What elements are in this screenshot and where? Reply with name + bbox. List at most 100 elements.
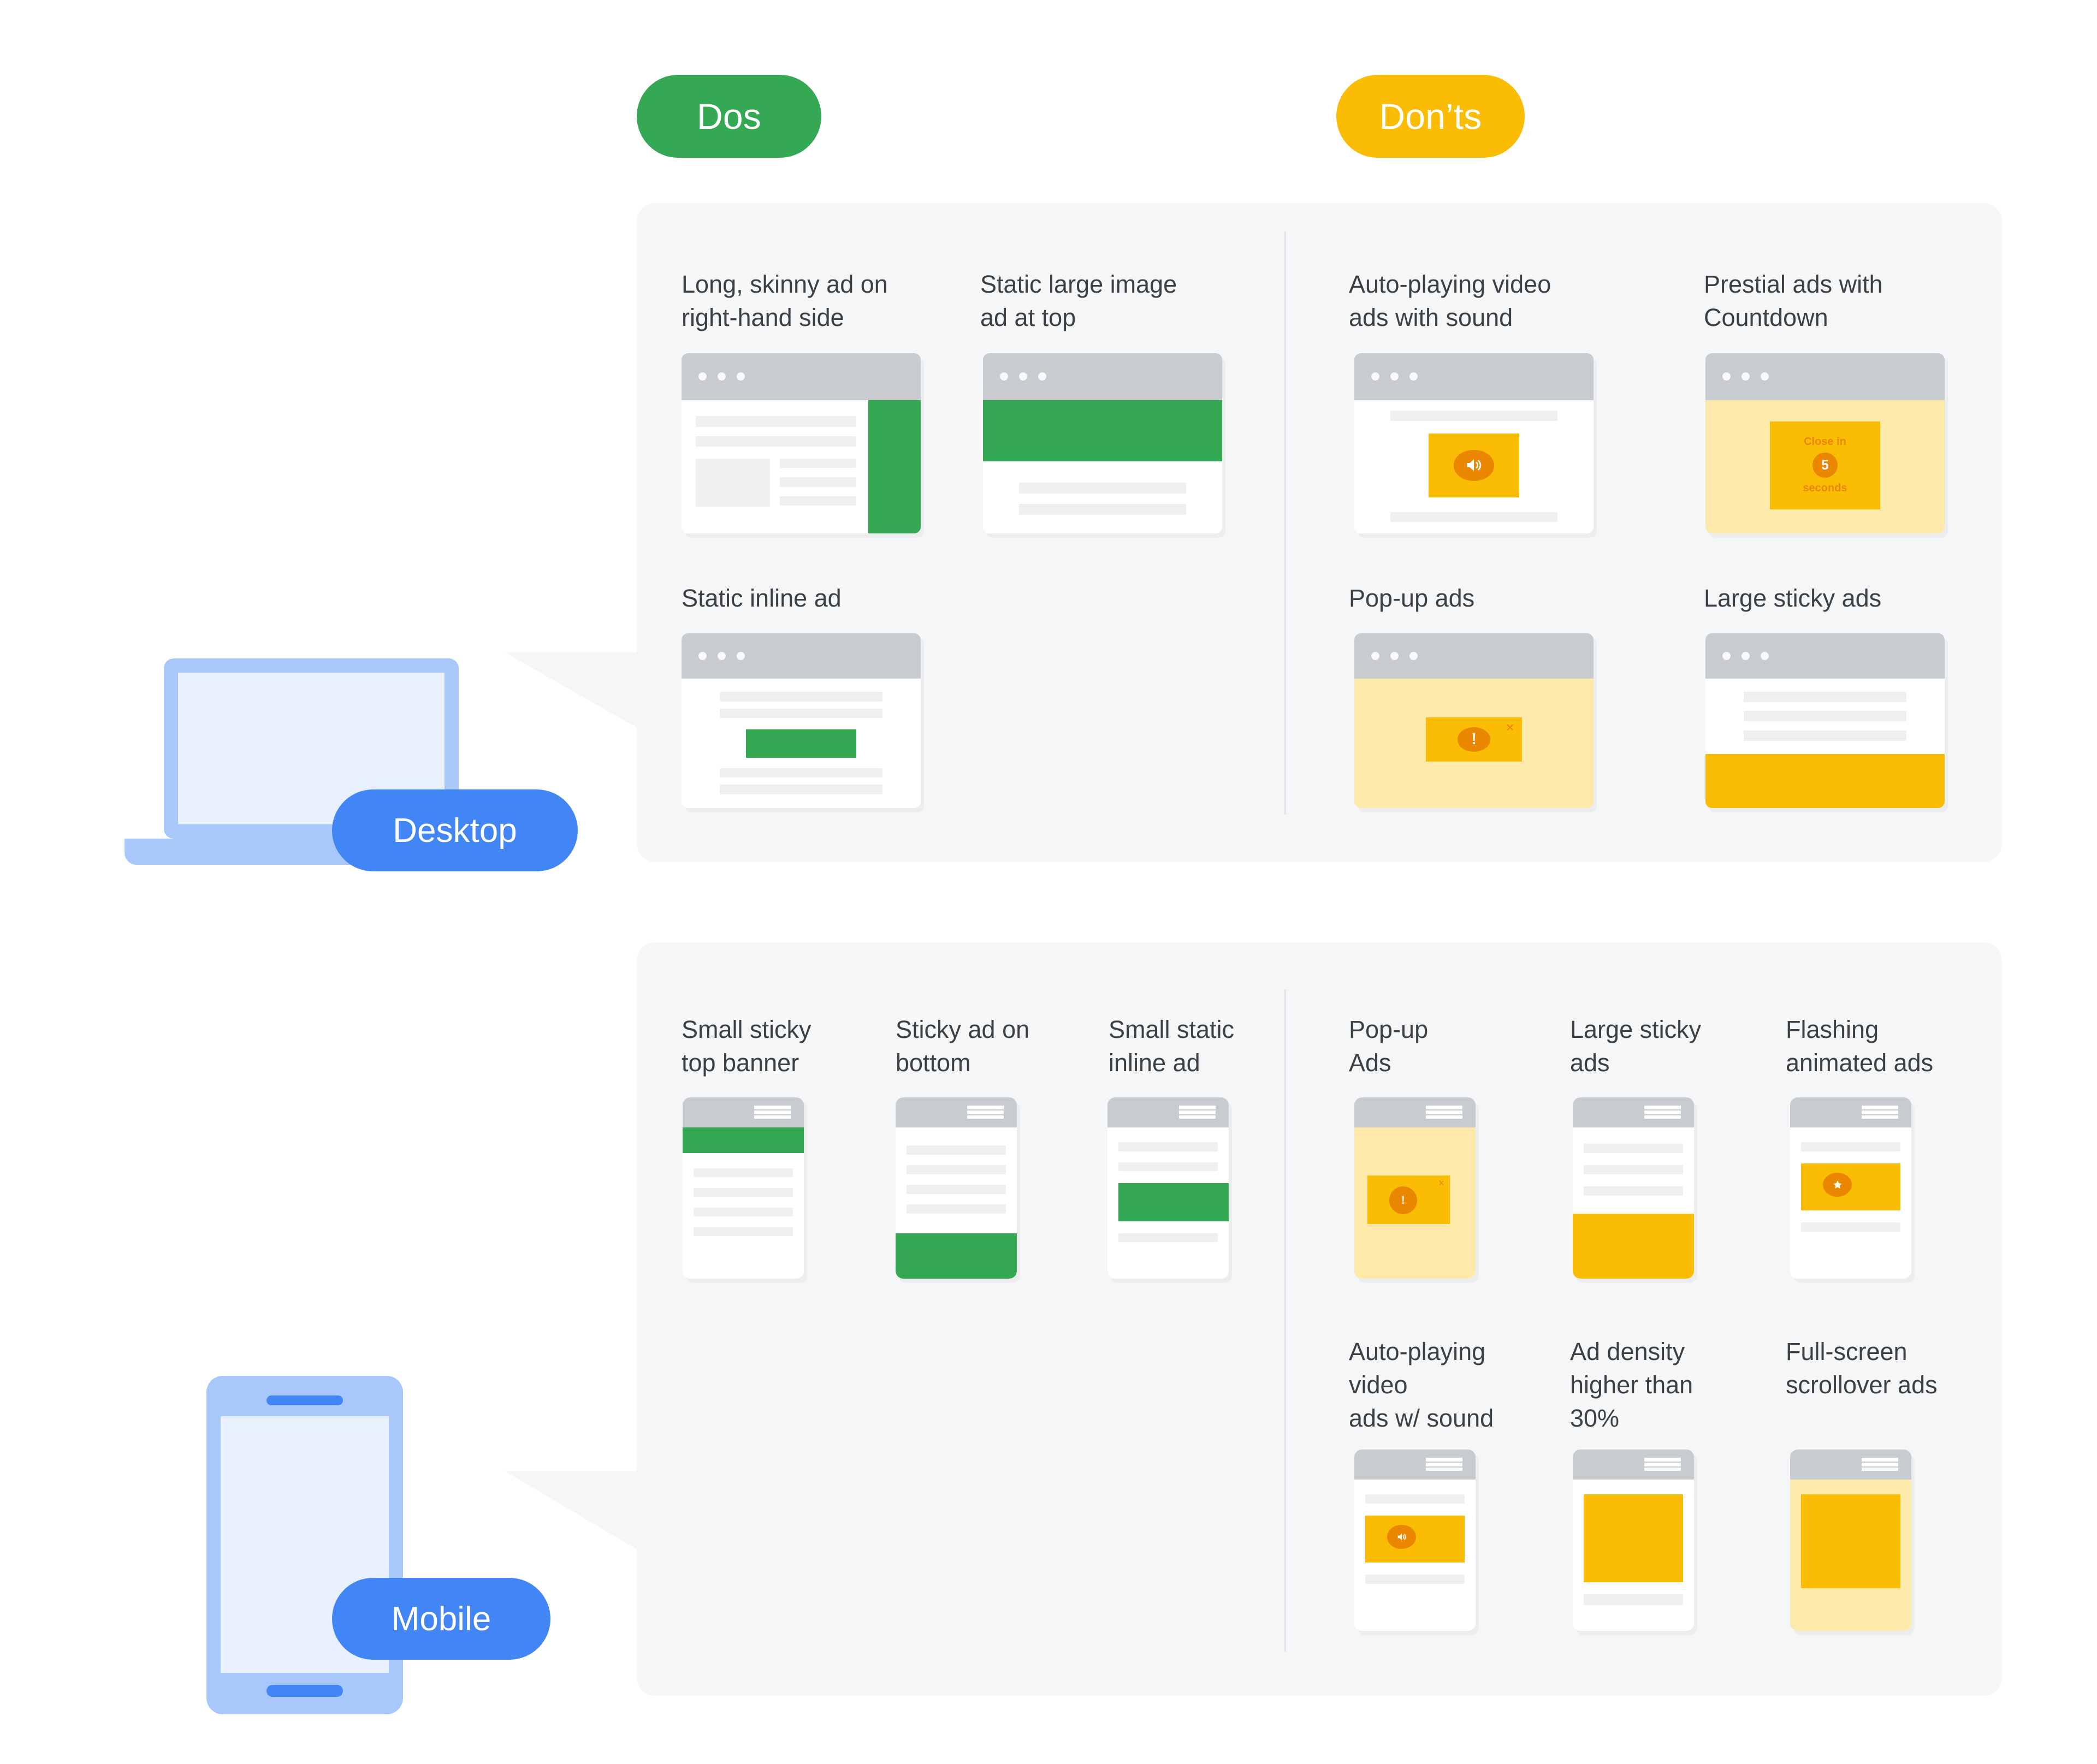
window-dot-icon (1371, 652, 1379, 661)
close-icon[interactable]: × (1438, 1177, 1444, 1189)
hamburger-icon (1644, 1458, 1681, 1471)
good-ad-slot (868, 400, 921, 533)
cell-mobile-dont-2: Large sticky ads (1570, 1013, 1778, 1079)
cell-label: Static large image ad at top (980, 270, 1177, 332)
mock-phone-bottom-sticky (896, 1097, 1017, 1279)
phone-content (1107, 1127, 1229, 1279)
phone-content (1790, 1127, 1911, 1279)
window-dot-icon (1409, 652, 1418, 661)
window-dot-icon (1390, 372, 1399, 381)
desktop-bubble-tail (505, 652, 639, 729)
window-dot-icon (1741, 652, 1750, 661)
cell-label: Small static inline ad (1109, 1015, 1235, 1077)
window-dot-icon (1409, 372, 1418, 381)
legend-dos-badge: Dos (637, 75, 821, 158)
countdown-bottom-text: seconds (1803, 482, 1847, 495)
phone-appbar (1107, 1097, 1229, 1127)
cell-mobile-do-2: Sticky ad on bottom (896, 1013, 1114, 1079)
speaker-icon (1387, 1524, 1417, 1549)
good-ad-slot (683, 1127, 804, 1153)
desktop-device-label: Desktop (393, 811, 517, 850)
cell-label: Static inline ad (682, 584, 842, 612)
mobile-device-label: Mobile (391, 1600, 491, 1638)
hamburger-icon (1862, 1458, 1898, 1471)
phone-appbar (1573, 1450, 1694, 1480)
phone-content (1790, 1479, 1911, 1631)
legend-donts-label: Don’ts (1379, 96, 1482, 136)
hamburger-icon (1426, 1458, 1462, 1471)
legend-donts-badge: Don’ts (1336, 75, 1525, 158)
window-dot-icon (1371, 372, 1379, 381)
phone-body (206, 1376, 403, 1714)
cell-label: Ad density higher than 30% (1570, 1338, 1693, 1433)
laptop-screen (164, 658, 459, 839)
mock-browser-video-sound (1354, 353, 1594, 533)
countdown-top-text: Close in (1804, 436, 1846, 448)
cell-mobile-dont-3: Flashing animated ads (1786, 1013, 1993, 1079)
phone-content (1573, 1479, 1694, 1631)
speaker-icon (1453, 450, 1495, 481)
window-dot-icon (1761, 372, 1769, 381)
window-dot-icon (1019, 372, 1028, 381)
laptop-illustration (125, 658, 459, 877)
phone-appbar (1790, 1450, 1911, 1480)
browser-content: Close in 5 seconds (1705, 400, 1945, 533)
mock-phone-inline (1107, 1097, 1229, 1279)
phone-appbar (1573, 1097, 1694, 1127)
close-icon[interactable]: × (1506, 719, 1514, 736)
window-dot-icon (1722, 372, 1731, 381)
star-icon (1822, 1172, 1852, 1197)
window-dot-icon (1038, 372, 1047, 381)
exclamation-icon: ! (1458, 727, 1490, 752)
browser-titlebar (1354, 353, 1594, 400)
window-dot-icon (718, 652, 726, 661)
cell-label: Auto-playing video ads with sound (1349, 270, 1551, 332)
mock-phone-flashing (1790, 1097, 1911, 1279)
window-dot-icon (698, 652, 707, 661)
cell-desktop-dont-3: Pop-up ads (1349, 581, 1600, 615)
exclamation-icon: ! (1389, 1186, 1417, 1215)
cell-label: Long, skinny ad on right-hand side (682, 270, 888, 332)
window-dot-icon (1761, 652, 1769, 661)
cell-mobile-dont-5: Ad density higher than 30% (1570, 1335, 1778, 1435)
cell-mobile-dont-1: Pop-up Ads (1349, 1013, 1556, 1079)
cell-mobile-do-1: Small sticky top banner (682, 1013, 900, 1079)
cell-desktop-dont-2: Prestial ads with Countdown (1704, 268, 1960, 334)
browser-titlebar (1705, 633, 1945, 679)
good-ad-slot (1118, 1183, 1229, 1221)
mock-phone-large-sticky (1573, 1097, 1694, 1279)
sticky-ad-slot (1705, 753, 1945, 808)
cell-label: Prestial ads with Countdown (1704, 270, 1883, 332)
mock-phone-popup: × ! (1354, 1097, 1476, 1279)
browser-content (682, 400, 921, 533)
hamburger-icon (967, 1106, 1004, 1119)
popup-ad-slot: × ! (1426, 717, 1522, 762)
sticky-ad-slot (1573, 1213, 1694, 1279)
browser-titlebar (983, 353, 1222, 400)
phone-content (683, 1127, 804, 1279)
desktop-device-pill: Desktop (332, 789, 578, 871)
cell-desktop-dont-4: Large sticky ads (1704, 581, 1960, 615)
phone-appbar (1354, 1097, 1476, 1127)
phone-illustration (206, 1376, 403, 1714)
mock-browser-sticky (1705, 633, 1945, 808)
legend-dos-label: Dos (697, 96, 761, 136)
window-dot-icon (1722, 652, 1731, 661)
hamburger-icon (1426, 1106, 1462, 1119)
good-ad-slot (983, 400, 1222, 462)
phone-content: × ! (1354, 1127, 1476, 1279)
window-dot-icon (1390, 652, 1399, 661)
window-dot-icon (718, 372, 726, 381)
window-dot-icon (737, 652, 745, 661)
phone-content (1573, 1127, 1694, 1279)
hamburger-icon (754, 1106, 791, 1119)
browser-content (983, 400, 1222, 533)
phone-content (896, 1127, 1017, 1279)
phone-speaker (266, 1395, 343, 1405)
browser-content (682, 679, 921, 808)
cell-label: Small sticky top banner (682, 1015, 811, 1077)
mobile-device-pill: Mobile (332, 1578, 550, 1660)
mobile-panel (637, 942, 2002, 1696)
mobile-column-divider (1284, 989, 1286, 1652)
good-ad-slot (896, 1233, 1017, 1279)
